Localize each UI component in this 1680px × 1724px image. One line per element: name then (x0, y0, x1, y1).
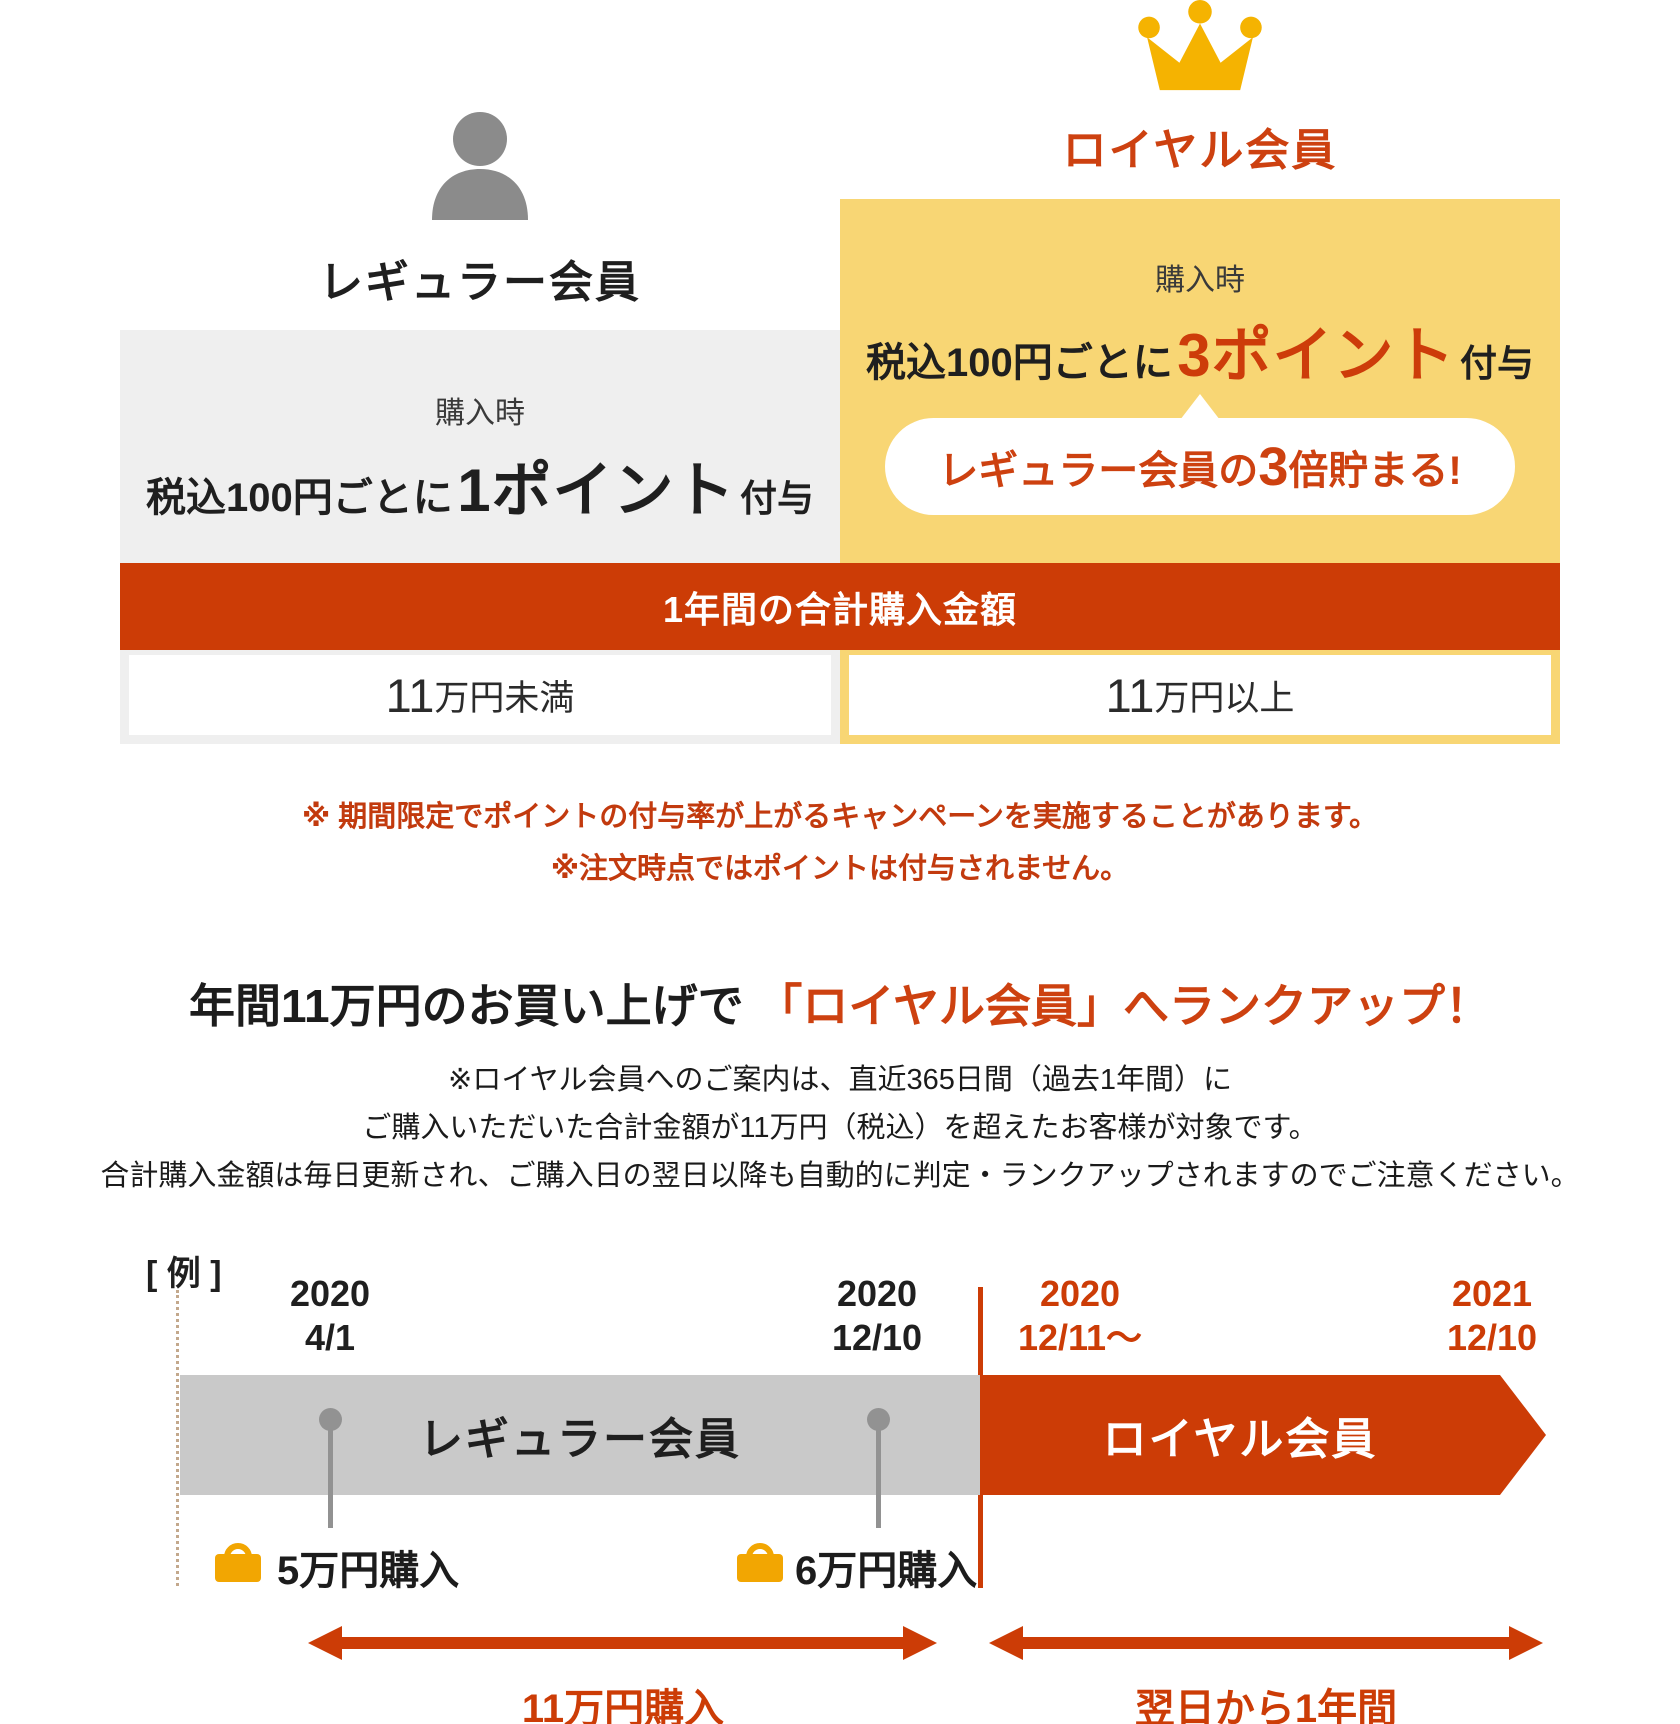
royal-threshold-text: 万円以上 (1154, 678, 1295, 718)
arrow1-line (334, 1637, 909, 1649)
royal-purchase-label: 購入時 (1155, 264, 1245, 297)
annual-total-header: 1年間の合計購入金額 (120, 563, 1560, 650)
regular-rate-line: 税込100円ごとに 1ポイント 付与 (120, 442, 840, 529)
royal-threshold-number: 11 (1105, 668, 1155, 722)
arrow1-label: 11万円購入 (521, 1687, 725, 1724)
regular-threshold-cell: 11 万円未満 (129, 655, 831, 735)
rankup-desc-line1: ※ロイヤル会員へのご案内は、直近365日間（過去1年間）に (448, 1064, 1232, 1096)
shopping-bag-icon (737, 1543, 783, 1582)
date-2020-12-11: 2020 12/11～ (970, 1272, 1190, 1360)
rankup-desc-line3: 合計購入金額は毎日更新され、ご購入日の翌日以降も自動的に判定・ランクアップされま… (100, 1160, 1580, 1192)
rankup-headline-black: 年間11万円のお買い上げで (188, 980, 744, 1032)
regular-panel: 購入時 税込100円ごとに 1ポイント 付与 (120, 330, 840, 563)
date-day: 12/10 (1446, 1317, 1538, 1358)
purchase-pin-1 (319, 1408, 342, 1431)
bubble-prefix: レギュラー会員の (938, 448, 1259, 493)
royal-period-label: ロイヤル会員 (1102, 1415, 1378, 1464)
timeline-start-dotted-line (176, 1290, 179, 1586)
date-year: 2020 (836, 1273, 918, 1314)
crown-icon (1138, 0, 1262, 91)
royal-member-title: ロイヤル会員 (1062, 126, 1338, 175)
arrow1-right-head (903, 1626, 937, 1660)
arrow2-line (1015, 1637, 1515, 1649)
purchase-label-2: 6万円購入 (795, 1549, 978, 1593)
date-2020-12-10: 2020 12/10 (767, 1272, 987, 1360)
royal-rate-suffix: 付与 (1460, 343, 1535, 384)
date-day: 4/1 (304, 1317, 356, 1358)
regular-threshold-text: 万円未満 (434, 678, 575, 718)
arrow2-label: 翌日から1年間 (1134, 1687, 1398, 1724)
date-day: 12/10 (831, 1317, 923, 1358)
regular-rate-prefix: 税込100円ごとに (145, 476, 453, 520)
royal-threshold-cell: 11 万円以上 (849, 655, 1551, 735)
royal-period-arrow-bar: ロイヤル会員 (980, 1375, 1546, 1495)
regular-period-bar: レギュラー会員 (180, 1375, 980, 1495)
regular-rate-value: 1ポイント (457, 457, 736, 524)
date-2021-12-10: 2021 12/10 (1382, 1272, 1602, 1360)
regular-threshold-frame: 11 万円未満 (120, 650, 840, 744)
regular-purchase-label: 購入時 (435, 397, 525, 430)
date-year: 2020 (289, 1273, 371, 1314)
rankup-headline: 年間11万円のお買い上げで 「ロイヤル会員」へランクアップ！ (0, 970, 1680, 1036)
regular-threshold-number: 11 (385, 668, 435, 722)
royal-rate-line: 税込100円ごとに 3ポイント 付与 (840, 307, 1560, 394)
regular-rate-suffix: 付与 (740, 478, 815, 519)
rankup-desc-line2: ご購入いただいた合計金額が11万円（税込）を超えたお客様が対象です。 (362, 1112, 1318, 1144)
arrow2-right-head (1509, 1626, 1543, 1660)
purchase-pin-2-stem (876, 1420, 881, 1528)
example-label: [ 例 ] (146, 1255, 222, 1293)
date-2020-4-1: 2020 4/1 (220, 1272, 440, 1360)
date-day: 12/11～ (1017, 1317, 1143, 1358)
campaign-note: ※ 期間限定でポイントの付与率が上がるキャンペーンを実施することがあります。 (302, 801, 1378, 833)
royal-rate-prefix: 税込100円ごとに (865, 341, 1173, 385)
bubble-number: 3 (1258, 436, 1289, 497)
regular-period-label: レギュラー会員 (419, 1415, 741, 1464)
royal-threshold-frame: 11 万円以上 (840, 650, 1560, 744)
royal-rate-value: 3ポイント (1177, 322, 1456, 389)
annual-total-header-label: 1年間の合計購入金額 (662, 588, 1018, 630)
rankup-headline-orange: 「ロイヤル会員」へランクアップ！ (756, 980, 1492, 1032)
shopping-bag-icon (215, 1543, 261, 1582)
date-year: 2021 (1451, 1273, 1533, 1314)
purchase-pin-1-stem (328, 1420, 333, 1528)
date-year: 2020 (1039, 1273, 1121, 1314)
bubble-suffix: 倍貯まる! (1288, 448, 1462, 493)
order-time-note: ※注文時点ではポイントは付与されません。 (550, 853, 1130, 885)
person-icon (432, 112, 528, 220)
regular-member-title: レギュラー会員 (319, 258, 641, 307)
triple-points-bubble: レギュラー会員の 3 倍貯まる! (885, 394, 1515, 515)
purchase-pin-2 (867, 1408, 890, 1431)
purchase-label-1: 5万円購入 (277, 1549, 460, 1593)
